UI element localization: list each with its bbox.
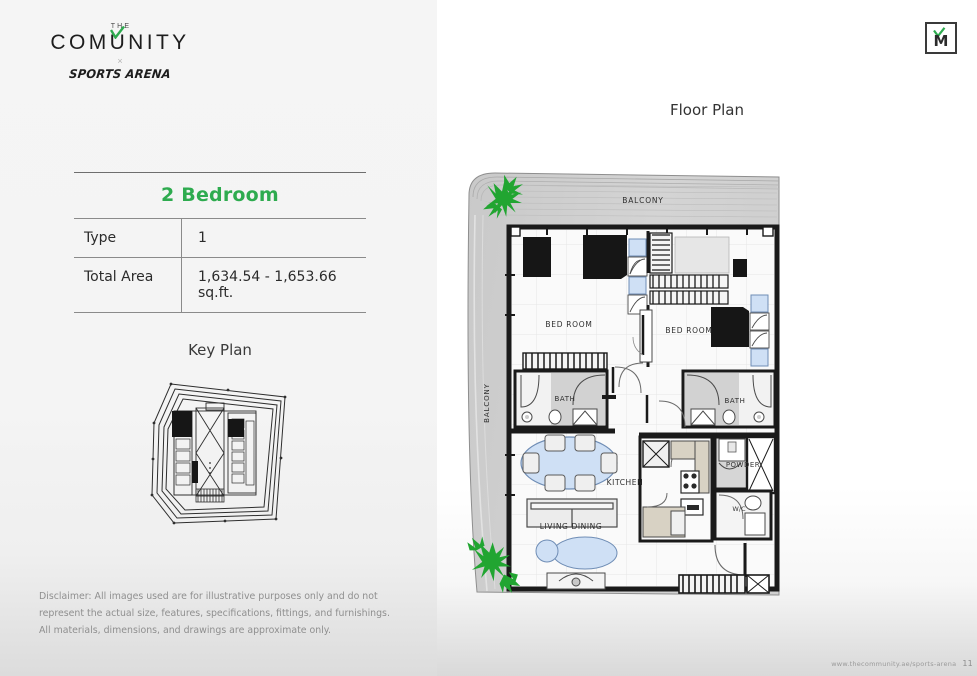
nightstand: [628, 276, 647, 295]
floor-plan-drawing: BALCONY BED ROOM BED ROOM BATH BATH KITC…: [447, 155, 802, 610]
key-plan-highlight-unit: [172, 411, 192, 437]
window-mullions-top: [546, 225, 748, 235]
label-bath-right: BATH: [725, 397, 746, 405]
left-info-panel: THE COMUNITY × SPORTS ARENA 2 Bedroom Ty…: [0, 0, 437, 676]
brand-logo: THE COMUNITY × SPORTS ARENA: [30, 22, 210, 81]
window-jambs-left: [505, 274, 515, 496]
brand-name: COMUNITY: [50, 26, 190, 55]
unit-title: 2 Bedroom: [161, 184, 279, 206]
floor-plan-title: Floor Plan: [670, 101, 744, 119]
entry-closet: [678, 574, 770, 594]
table-rule-2: [74, 257, 366, 258]
m-monogram-icon: M: [925, 22, 957, 54]
row-label-type: Type: [74, 219, 182, 257]
room-bath-right: [681, 369, 777, 429]
table-top-rule: [74, 172, 366, 173]
room-labels: BALCONY BED ROOM BED ROOM BATH BATH KITC…: [483, 196, 760, 531]
label-bedroom-left: BED ROOM: [545, 320, 592, 329]
wardrobe-block: [523, 237, 551, 277]
label-powder: POWDER: [726, 461, 760, 469]
page-number: 11: [962, 659, 973, 668]
room-wc: [713, 489, 773, 541]
svg-text:M: M: [934, 32, 949, 49]
room-living-dining: [520, 434, 618, 590]
room-kitchen: [638, 435, 714, 543]
brand-sub-label: SPORTS ARENA: [68, 67, 172, 81]
room-bedroom-left: [523, 235, 648, 315]
table-rule-1: [74, 218, 366, 219]
bed-block: [583, 235, 627, 279]
label-bedroom-right: BED ROOM: [665, 326, 712, 335]
closet-hatch-center: [649, 232, 730, 305]
key-plan-diagram: [140, 375, 300, 535]
label-living-dining: LIVING DINING: [540, 522, 603, 531]
tv-console: [546, 572, 606, 590]
floor-plan-panel: M Floor Plan: [437, 0, 977, 676]
brand-separator: ×: [117, 56, 123, 66]
palm-plant-icon: [467, 174, 523, 593]
table-row: Total Area 1,634.54 - 1,653.66 sq.ft.: [74, 258, 366, 312]
green-check-icon: [110, 26, 126, 39]
label-wc: W/C: [732, 505, 746, 513]
nightstand: [628, 238, 647, 257]
footer-url: www.thecommunity.ae/sports-arena: [831, 660, 957, 668]
brand-name-text: COMUNITY: [50, 31, 190, 54]
row-value-total-area: 1,634.54 - 1,653.66 sq.ft.: [198, 269, 337, 301]
wardrobe-hatch-left: [522, 352, 608, 370]
disclaimer-text: Disclaimer: All images used are for illu…: [39, 591, 390, 636]
table-bottom-rule: [74, 312, 366, 313]
table-row: Type 1: [74, 219, 366, 257]
brand-the-label: THE: [110, 23, 132, 30]
bed-block: [711, 307, 749, 347]
mid-wall: [511, 428, 777, 438]
unit-info-table: 2 Bedroom Type 1 Total Area 1,634.54 - 1…: [74, 172, 366, 313]
key-plan-title: Key Plan: [188, 341, 252, 359]
label-kitchen: KITCHEN: [607, 478, 644, 487]
row-value-type: 1: [198, 230, 207, 246]
door-swings: [614, 362, 686, 428]
footer-watermark: www.thecommunity.ae/sports-arena 11: [831, 659, 973, 668]
store-room: [745, 435, 777, 495]
sofa: [526, 498, 618, 528]
row-label-total-area: Total Area: [74, 258, 182, 312]
label-bath-left: BATH: [555, 395, 576, 403]
room-bedroom-right: [711, 259, 770, 367]
label-balcony-top: BALCONY: [622, 196, 663, 205]
label-balcony-left: BALCONY: [483, 383, 491, 423]
room-bath-left: [513, 369, 616, 429]
balcony-hatch: [496, 184, 778, 218]
